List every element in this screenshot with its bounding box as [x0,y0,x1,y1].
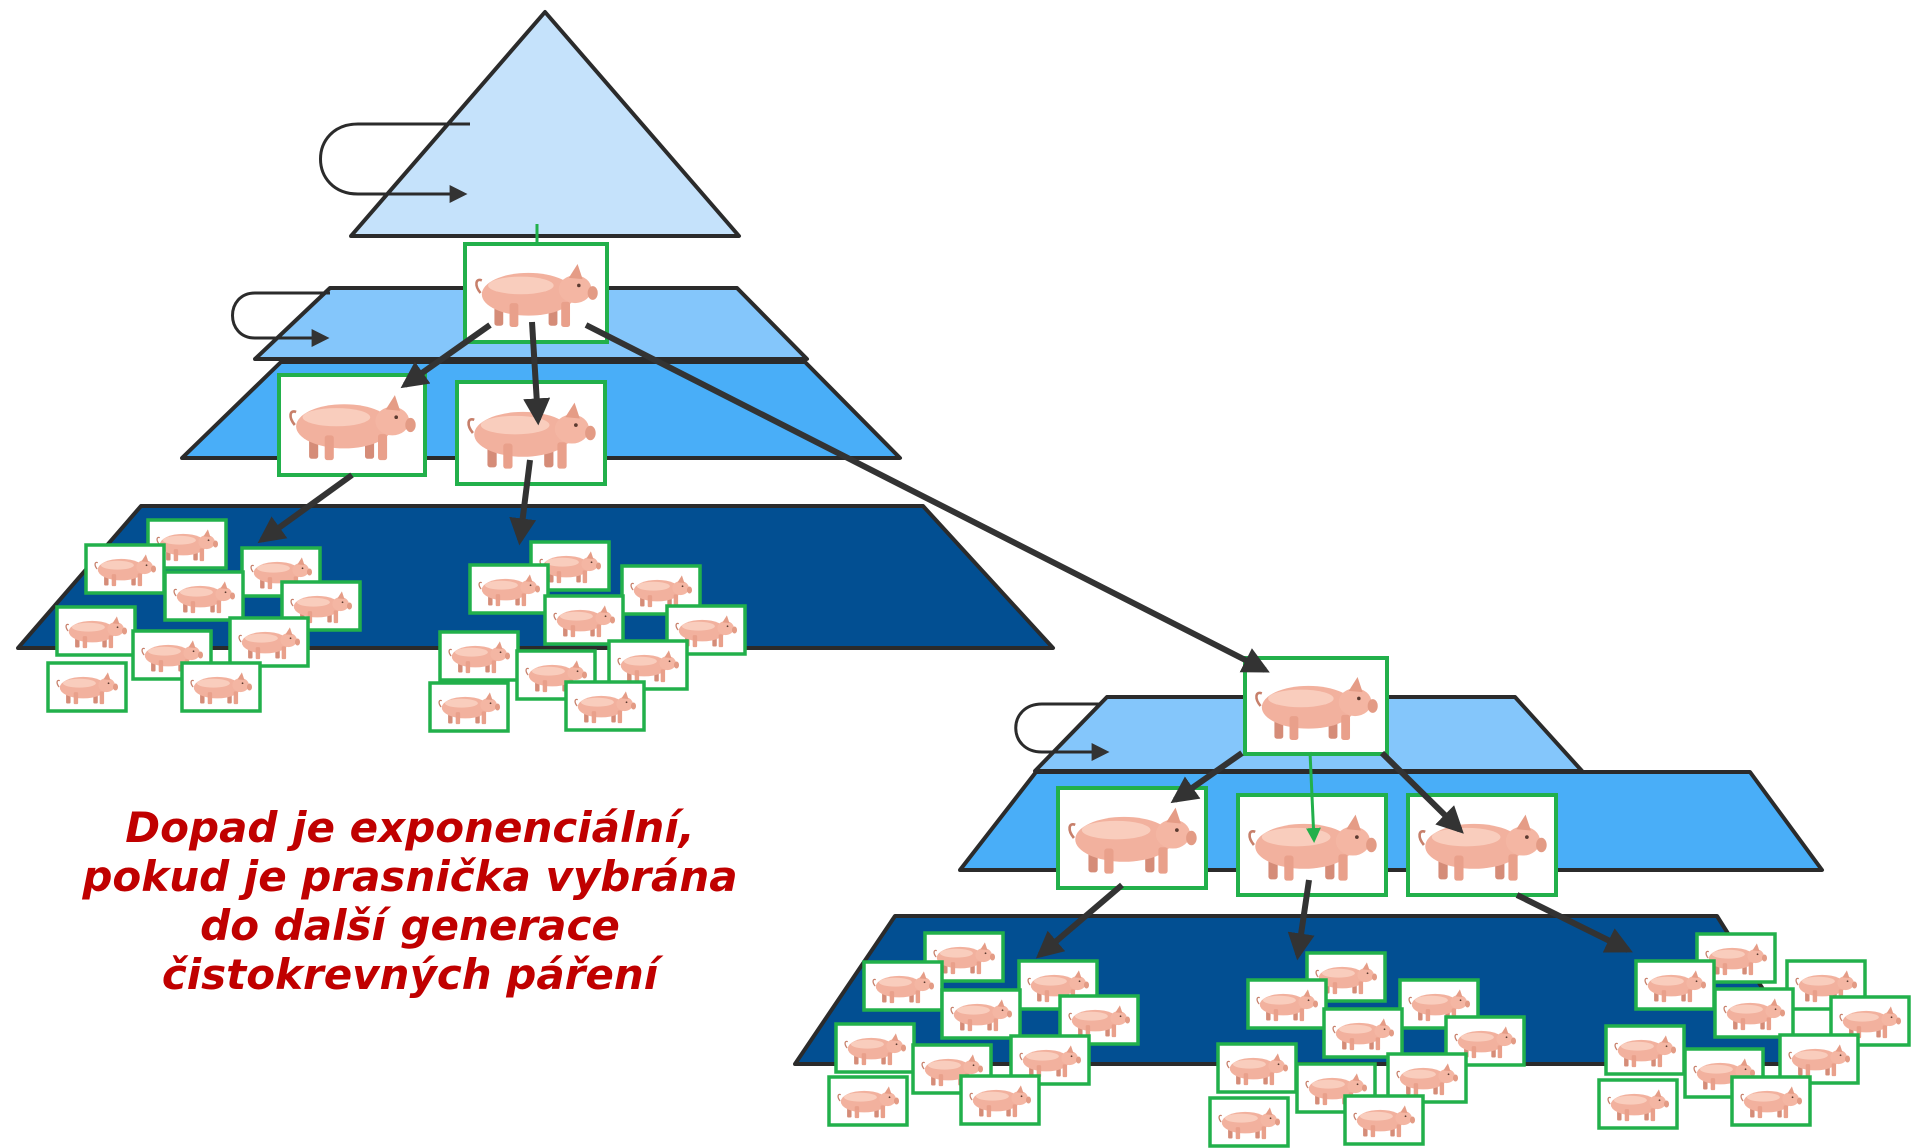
pig-icon [228,616,310,668]
pig-icon [1208,1096,1290,1148]
pig-icon [84,543,166,595]
pig-icon [280,580,362,632]
arrow-icon [1287,879,1315,961]
arrow-icon [1305,751,1321,843]
arrow-icon [1170,750,1244,804]
pig-icon [180,661,262,713]
pig-icon [543,594,625,646]
loop-arrow-icon [319,122,470,203]
pig-icon [834,1022,916,1074]
pig-icon [1634,959,1716,1011]
caption-line-2: pokud je prasnička vybrána [82,852,738,901]
pig-icon [46,661,128,713]
pig-icon [428,681,510,733]
arrow-icon [509,459,537,546]
pig-icon [468,563,550,615]
pig-icon [1386,1052,1468,1104]
pig-icon [1243,656,1389,756]
pig-icon [438,630,520,682]
arrow-icon [400,322,492,389]
pig-icon [1695,932,1777,984]
pig-icon [1778,1033,1860,1085]
pig-icon [923,931,1005,983]
impact-caption: Dopad je exponenciální, pokud je prasnič… [60,803,760,999]
pig-icon [1216,1042,1298,1094]
pig-icon [1713,987,1795,1039]
loop-arrow-icon [1014,702,1110,761]
pig-icon [163,570,245,622]
caption-line-1: Dopad je exponenciální, [125,803,695,852]
pig-icon [1058,994,1140,1046]
loop-arrow-icon [231,291,330,347]
pig-icon [55,605,137,657]
arrow-icon [523,321,551,426]
arrow-icon [1035,882,1124,959]
pig-icon [1322,1007,1404,1059]
pig-icon [959,1074,1041,1126]
pig-icon [862,960,944,1012]
pig-icon [1406,793,1558,897]
pig-icon [1604,1024,1686,1076]
arrow-icon [1379,750,1464,834]
arrow-icon [1515,892,1633,953]
arrow-icon [257,472,354,544]
arrow-icon [584,322,1270,673]
caption-line-3: do další generace [200,901,620,950]
caption-line-4: čistokrevných páření [161,950,659,999]
pig-icon [277,373,427,477]
pig-icon [1246,978,1328,1030]
pig-icon [940,988,1022,1040]
pig-icon [1730,1075,1812,1127]
pig-icon [827,1075,909,1127]
pig-icon [1343,1094,1425,1146]
pig-icon [564,680,646,732]
pig-icon [1056,786,1208,890]
pig-icon [1597,1078,1679,1130]
